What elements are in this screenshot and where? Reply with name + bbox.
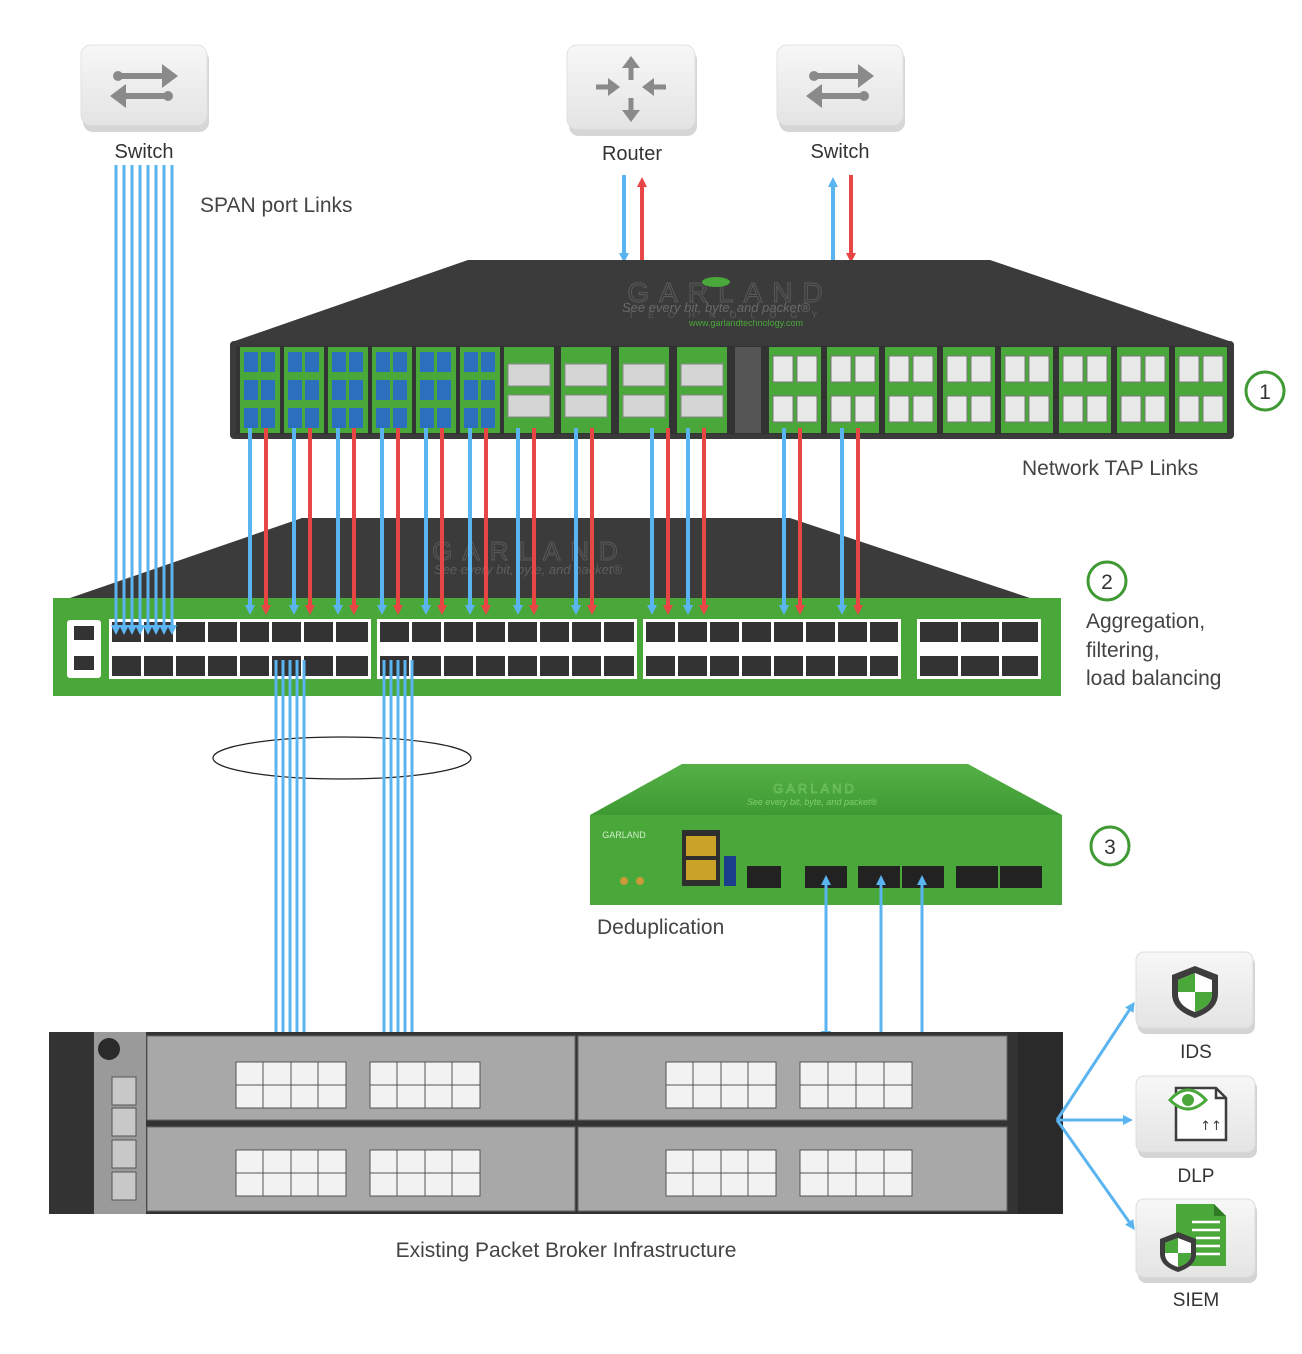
router-label: Router [602,143,662,165]
tool-arrows [1055,1001,1135,1231]
tap-url: www.garlandtechnology.com [688,318,803,328]
siem-tile [1135,1198,1257,1283]
existing-packet-broker [49,1032,1063,1214]
switch-arrows-icon [806,64,874,108]
infrastructure-label: Existing Packet Broker Infrastructure [396,1239,737,1262]
dedup-tagline: See every bit, byte, and packet® [747,797,878,807]
tap-copper-modules [769,347,1227,433]
step-3-badge: 3 [1089,825,1131,867]
aggregation-line-1: Aggregation, [1086,610,1205,633]
switch-right-label: Switch [811,141,870,163]
dlp-label: DLP [1178,1166,1215,1187]
router-icon [596,56,666,122]
svg-text:1: 1 [1259,381,1271,404]
broker-to-infra-arrows [271,660,417,1045]
router-tile [566,44,697,136]
tap-grey-lc-modules [504,347,761,433]
aggregation-line-2: filtering, [1086,639,1160,662]
broker-brand-name: GARLAND [432,536,628,566]
switch-left-label: Switch [115,141,174,163]
deduplication-label: Deduplication [597,916,724,939]
ids-label: IDS [1180,1042,1212,1063]
link-aggregation-ellipse [212,736,472,780]
dedup-brand-name: GARLAND [773,781,857,796]
shield-icon [1172,966,1218,1018]
svg-text:2: 2 [1101,571,1113,594]
tap-brand-sub: TECHNOLOGY [628,310,831,320]
ids-tile [1135,951,1255,1034]
span-links-label: SPAN port Links [200,194,353,217]
switch-right-tile [776,44,905,132]
shield-document-icon [1160,1204,1226,1272]
step-2-badge: 2 [1086,560,1128,602]
router-tap-arrows [619,175,856,265]
dedup-device: GARLAND See every bit, byte, and packet®… [590,764,1062,905]
eye-document-icon: ↑↑ [1167,1086,1228,1142]
tap-lc-modules [240,347,500,433]
switch-left-tile [80,44,209,132]
switch-arrows-icon [110,64,178,108]
dedup-infra-arrows [821,875,927,1041]
tap-tagline: See every bit, byte, and packet® [622,300,810,315]
tap-chassis: GARLAND TECHNOLOGY See every bit, byte, … [230,260,1234,439]
dedup-front-brand: GARLAND [602,830,646,840]
tap-to-broker-arrows [245,428,863,615]
siem-label: SIEM [1173,1290,1219,1311]
dlp-tile: ↑↑ [1135,1075,1257,1158]
span-link-arrows [111,165,177,635]
svg-text:↑↑: ↑↑ [1200,1119,1222,1134]
broker-tagline: See every bit, byte, and packet® [434,562,622,577]
step-1-badge: 1 [1244,370,1286,412]
packet-broker: GARLAND See every bit, byte, and packet® [53,518,1061,696]
svg-text:3: 3 [1104,836,1116,859]
aggregation-line-3: load balancing [1086,667,1221,690]
tap-links-label: Network TAP Links [1022,457,1198,480]
